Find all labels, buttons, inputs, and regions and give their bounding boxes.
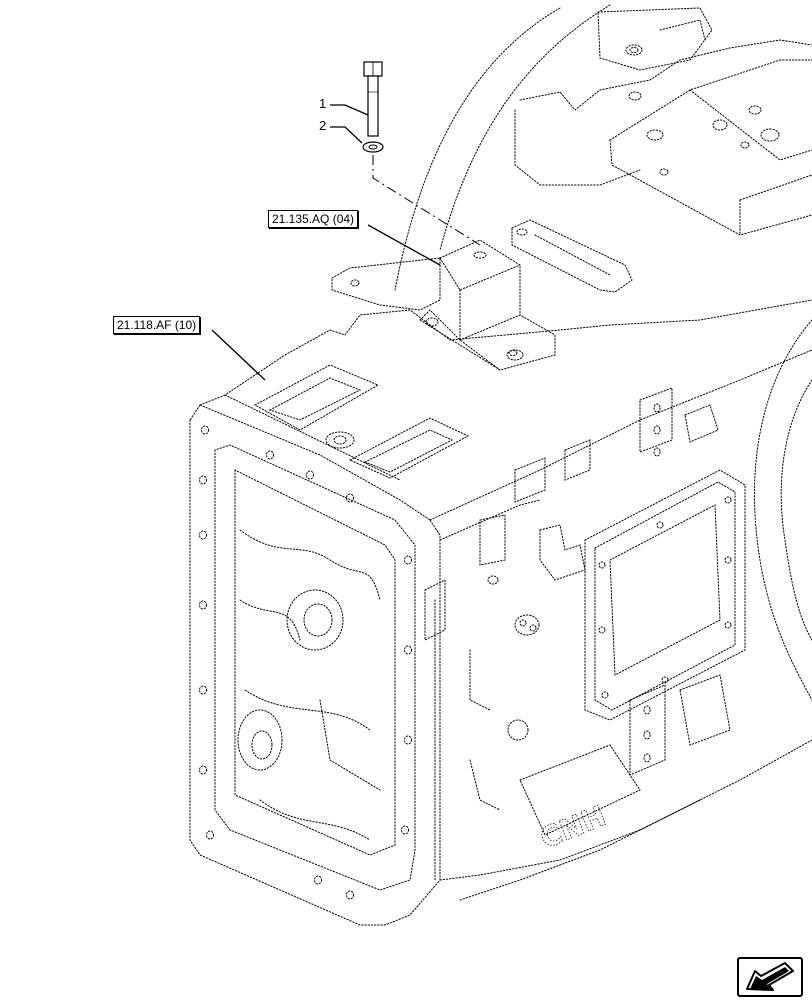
bracket-part — [331, 239, 556, 371]
slotted-plate — [511, 219, 633, 293]
washer-part — [362, 141, 384, 153]
callout-number: 1 — [319, 96, 327, 111]
arrow-back-icon[interactable] — [737, 957, 803, 997]
gearbox-housing — [189, 299, 812, 926]
top-plate — [514, 7, 812, 236]
bolt-part — [363, 61, 383, 137]
reference-label[interactable]: 21.135.AQ (04) — [268, 210, 359, 228]
housing-outline-arcs — [394, 4, 812, 701]
casting-mark: CNH — [536, 799, 611, 855]
reference-label[interactable]: 21.118.AF (10) — [113, 316, 201, 334]
callout-number: 2 — [319, 118, 327, 133]
